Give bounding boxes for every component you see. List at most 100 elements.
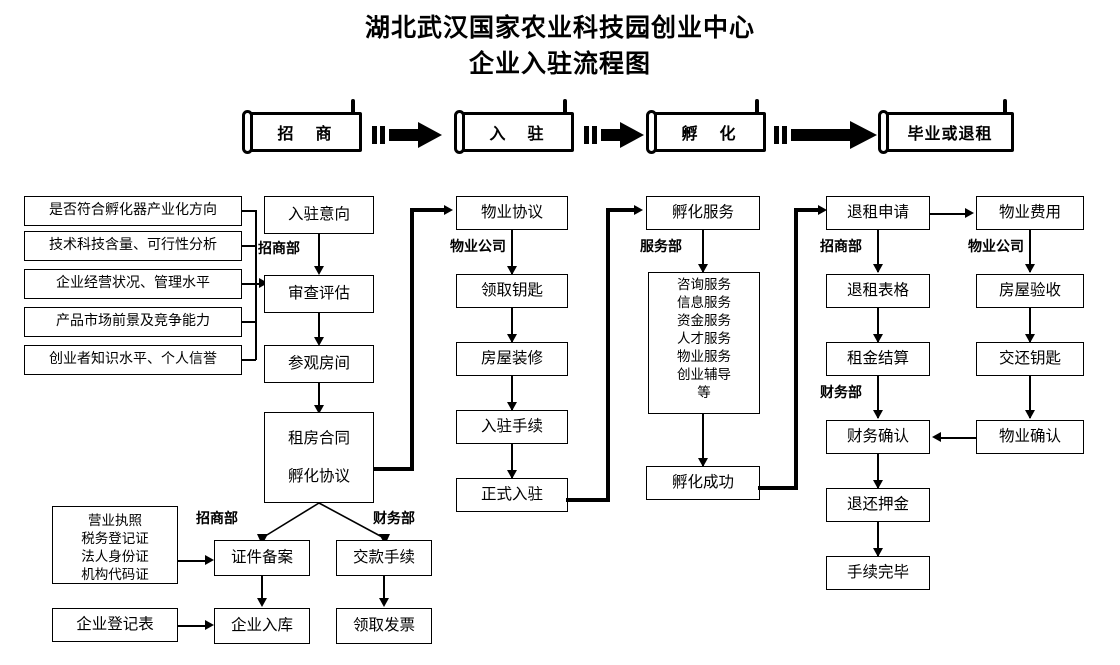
scroll-pin-icon (755, 99, 759, 115)
link-service-list (702, 230, 704, 272)
link-movein-incubate-h1 (566, 498, 610, 502)
criteria-connector-1 (242, 210, 256, 212)
document-item: 机构代码证 (81, 566, 149, 582)
link-visit-contract (318, 383, 320, 413)
stage-banner-recruit: 招 商 (240, 99, 364, 156)
criteria-box-2: 技术科技含量、可行性分析 (24, 231, 242, 261)
arrowhead-icon (314, 266, 324, 275)
link-success-exit-h1 (758, 486, 798, 490)
document-item: 税务登记证 (81, 530, 149, 546)
contract-line-1: 租房合同 (287, 429, 350, 447)
link-confirm-deposit (877, 454, 879, 488)
arrowhead-icon (507, 402, 517, 411)
arrowhead-icon (205, 555, 214, 565)
link-contract-property-h1 (374, 467, 414, 471)
arrowhead-icon (507, 334, 517, 343)
arrowhead-icon (205, 620, 214, 630)
stage-banner-graduate: 毕业或退租 (876, 99, 1016, 156)
arrowhead-icon (873, 548, 883, 557)
step-receive-invoice: 领取发票 (336, 608, 432, 644)
arrowhead-icon (818, 205, 827, 215)
arrowhead-icon (698, 458, 708, 467)
link-movein-incubate-v (606, 208, 610, 502)
stage-label-incubation: 孵 化 (654, 112, 766, 152)
service-item: 物业服务 (677, 348, 731, 364)
stage-label-graduate: 毕业或退租 (886, 112, 1014, 152)
step-renovation: 房屋装修 (456, 342, 568, 376)
arrowhead-icon (634, 205, 643, 215)
document-item: 营业执照 (88, 513, 142, 528)
step-return-keys: 交还钥匙 (976, 342, 1084, 376)
page-title-line1: 湖北武汉国家农业科技园创业中心 (364, 15, 755, 42)
branch-contract-to-bottom (257, 502, 390, 545)
arrowhead-icon (1025, 334, 1035, 343)
link-success-exit-h2 (794, 208, 822, 212)
step-registration-form: 企业登记表 (52, 608, 178, 642)
service-item: 人才服务 (677, 330, 731, 346)
link-list-success (702, 414, 704, 466)
block-arrow-1 (372, 122, 442, 148)
arrowhead-icon (965, 208, 974, 218)
step-property-fee: 物业费用 (976, 196, 1084, 230)
criteria-connector-4 (242, 321, 256, 323)
link-fee-inspection (1029, 230, 1031, 272)
criteria-box-1: 是否符合孵化器产业化方向 (24, 196, 242, 226)
link-renovate-procedures (511, 376, 513, 410)
arrowhead-icon (873, 264, 883, 273)
link-payment-invoice (383, 576, 385, 604)
service-item: 信息服务 (677, 294, 731, 310)
criteria-box-3: 企业经营状况、管理水平 (24, 269, 242, 299)
step-move-in-procedures: 入驻手续 (456, 410, 568, 444)
step-finance-confirm: 财务确认 (826, 420, 930, 454)
service-item: 咨询服务 (677, 277, 731, 292)
step-get-keys: 领取钥匙 (456, 274, 568, 308)
scroll-pin-icon (351, 99, 355, 115)
link-inspection-returnkeys (1029, 308, 1031, 342)
documents-box: 营业执照 税务登记证 法人身份证 机构代码证 (52, 506, 178, 584)
link-deposit-complete (877, 522, 879, 556)
step-refund-deposit: 退还押金 (826, 488, 930, 522)
criteria-connector-5 (242, 359, 256, 361)
contract-line-2: 孵化协议 (287, 468, 350, 486)
criteria-box-4: 产品市场前景及竞争能力 (24, 307, 242, 337)
link-success-exit-v (794, 208, 798, 490)
step-enterprise-entry: 企业入库 (214, 608, 310, 644)
step-incubation-service: 孵化服务 (646, 196, 760, 230)
step-review: 审查评估 (264, 275, 374, 313)
arrowhead-icon (257, 598, 267, 607)
criteria-bracket-spine (255, 210, 257, 360)
step-procedures-complete: 手续完毕 (826, 556, 930, 590)
step-official-move-in: 正式入驻 (456, 478, 568, 512)
dept-label-property: 物业公司 (450, 238, 506, 254)
arrowhead-icon (698, 264, 708, 273)
stage-label-move-in: 入 驻 (462, 112, 574, 152)
step-property-agreement: 物业协议 (456, 196, 568, 230)
criteria-box-5: 创业者知识水平、个人信誉 (24, 345, 242, 375)
arrowhead-icon (507, 266, 517, 275)
scroll-pin-icon (1003, 99, 1007, 115)
link-documents-filing (178, 560, 210, 562)
link-returnkeys-propertyconfirm (1029, 376, 1031, 418)
dept-label-bottom-recruit: 招商部 (196, 510, 238, 526)
criteria-connector-2 (242, 245, 256, 247)
link-filing-enterprise (261, 576, 263, 604)
link-agreement-keys (511, 230, 513, 274)
criteria-arrowhead-icon (259, 278, 268, 288)
page-title-line2: 企业入驻流程图 (468, 51, 651, 78)
arrowhead-icon (873, 410, 883, 419)
link-regform-enterprise (178, 625, 210, 627)
dept-label-exit-recruit: 招商部 (820, 238, 862, 254)
arrowhead-icon (444, 205, 453, 215)
dept-label-recruit-top: 招商部 (258, 240, 300, 256)
step-intent: 入驻意向 (264, 196, 374, 234)
document-item: 法人身份证 (81, 548, 149, 564)
step-exit-application: 退租申请 (826, 196, 930, 230)
dept-label-bottom-finance: 财务部 (373, 510, 415, 526)
stage-label-recruit: 招 商 (250, 112, 362, 152)
link-procedures-official (511, 444, 513, 478)
dept-label-service: 服务部 (640, 238, 682, 254)
link-form-settlement (877, 308, 879, 342)
arrowhead-icon (314, 337, 324, 346)
service-list-box: 咨询服务 信息服务 资金服务 人才服务 物业服务 创业辅导 等 (648, 272, 760, 414)
